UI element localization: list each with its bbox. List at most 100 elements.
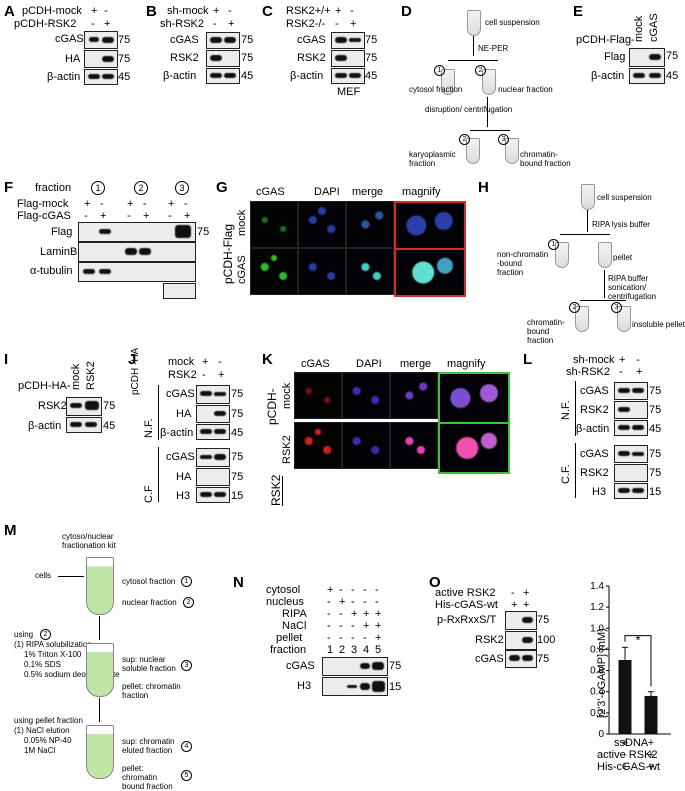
m-pellet1: pellet: chromatin fraction xyxy=(122,682,181,700)
a-row2-label: pCDH-RSK2 xyxy=(14,18,77,30)
g-img-5 xyxy=(250,248,298,295)
h-f1: non-chromatin -bound fraction xyxy=(497,250,549,277)
o-bar-2 xyxy=(644,695,658,734)
panel-label-d: D xyxy=(401,3,412,20)
g-img-7 xyxy=(346,248,394,295)
c-r1-2: - xyxy=(350,5,354,17)
m-r2: 0.1% SDS xyxy=(24,660,61,669)
b-blot-label-1: cGAS xyxy=(170,34,199,46)
b-blot-rsk2 xyxy=(206,50,240,67)
e-mw-1: 75 xyxy=(666,50,679,62)
o-ytick-label-4: 0.8 xyxy=(590,644,604,655)
n-blot-label-1: cGAS xyxy=(286,660,315,672)
m-kit: cytoso/nuclear fractionation kit xyxy=(62,532,116,550)
n-sign-r2-c4: - xyxy=(363,596,367,608)
panel-label-g: G xyxy=(216,179,228,196)
n-sign-r1-c3: - xyxy=(351,584,355,596)
o-bar-chart: 00.20.40.60.81.01.21.4*++-+++ xyxy=(590,581,671,773)
j-r1-1: + xyxy=(202,356,209,368)
h-num-3: 3 xyxy=(611,302,622,313)
j-r1-2: - xyxy=(218,356,222,368)
h-f3: chromatin- bound fraction xyxy=(527,318,565,345)
b-blot-label-2: RSK2 xyxy=(170,52,199,64)
j-cfmw-3: 15 xyxy=(231,490,244,502)
i-col-mock: mock xyxy=(70,363,82,390)
e-mw-2: 45 xyxy=(666,70,679,82)
g-img-3 xyxy=(346,201,394,248)
g-img-4 xyxy=(394,201,466,250)
n-fraction: fraction xyxy=(270,644,307,656)
n-sign-r4-c4: + xyxy=(363,620,370,632)
m-num-2: 2 xyxy=(183,597,194,608)
k-col-cgas: cGAS xyxy=(301,358,330,370)
o-mw-3: 75 xyxy=(537,653,550,665)
i-mw-2: 45 xyxy=(103,420,116,432)
l-nf: N.F. xyxy=(560,400,572,420)
d-num-2b: 2 xyxy=(459,134,470,145)
f-mw: 75 xyxy=(197,226,210,238)
l-nfmw-2: 75 xyxy=(649,404,662,416)
o-bsign-r3-c1: + xyxy=(622,761,628,773)
k-col-dapi: DAPI xyxy=(356,358,382,370)
a-blot-actin xyxy=(84,69,118,85)
o-sig-bracket xyxy=(624,635,652,687)
d-f4: chromatin-bound fraction xyxy=(520,150,571,168)
h-tube-4-icon xyxy=(617,306,631,332)
j-nfmw-2: 75 xyxy=(231,408,244,420)
n-sign-r5-c5: + xyxy=(375,632,382,644)
n-sign-r3-c1: - xyxy=(327,608,331,620)
k-img-3 xyxy=(390,372,438,419)
e-blot-flag xyxy=(629,48,665,67)
b-blot-label-3: β-actin xyxy=(163,70,197,82)
a-r2-1: - xyxy=(91,18,95,30)
o-mw-1: 75 xyxy=(537,614,550,626)
f-row2-label: Flag-cGAS xyxy=(17,210,71,222)
o-blot-label-1: p-RxRxxS/T xyxy=(437,614,497,626)
m-f3: sup: nuclear soluble fraction xyxy=(122,655,176,673)
b-blot-actin xyxy=(206,68,240,84)
l-r2-1: - xyxy=(619,366,623,378)
h-f2: pellet xyxy=(613,253,633,262)
i-blot-label-1: RSK2 xyxy=(38,400,67,412)
b-r1-1: + xyxy=(213,5,220,17)
e-blot-label-1: Flag xyxy=(604,51,626,63)
k-img-5 xyxy=(294,422,342,469)
o-mw-2: 100 xyxy=(537,634,556,646)
o-bar-1 xyxy=(618,660,632,734)
o-ytick-label-7: 1.4 xyxy=(590,581,604,592)
a-blot-label-2: HA xyxy=(65,53,81,65)
c-blot-label-1: cGAS xyxy=(297,34,326,46)
j-r2-2: + xyxy=(218,369,225,381)
h-num-1: 1 xyxy=(548,239,559,250)
o-bsign-r3-c2: + xyxy=(648,761,654,773)
c-r1-1: + xyxy=(335,5,342,17)
n-blot-h3 xyxy=(322,677,388,696)
i-blot-actin xyxy=(66,417,102,433)
i-mw-1: 75 xyxy=(103,400,116,412)
a-blot-cgas xyxy=(84,31,118,49)
g-side-label: pCDH-Flag xyxy=(221,223,235,284)
n-blot-label-2: H3 xyxy=(297,680,312,692)
n-f-3: 3 xyxy=(351,644,358,656)
o-row1-label: active RSK2 xyxy=(435,587,496,599)
a-blot-ha xyxy=(84,50,118,68)
n-sign-r1-c5: - xyxy=(375,584,379,596)
h-tube-top-icon xyxy=(581,184,595,210)
b-mw-3: 45 xyxy=(241,70,254,82)
j-row2-label: RSK2 xyxy=(168,369,197,381)
m-num-5: 5 xyxy=(181,770,192,781)
f-num-3: 3 xyxy=(175,181,189,195)
c-mw-1: 75 xyxy=(365,34,378,46)
g-col-cgas: cGAS xyxy=(256,186,285,198)
panel-label-m: M xyxy=(4,522,17,539)
f-blot-label-2: LaminB xyxy=(40,246,78,258)
l-nfmw-1: 75 xyxy=(649,385,662,397)
panel-label-k: K xyxy=(262,351,273,368)
d-num-2: 2 xyxy=(475,65,486,76)
l-nf-actin xyxy=(614,420,648,436)
n-row-2: nucleus xyxy=(266,596,304,608)
k-side-line xyxy=(282,476,283,506)
n-row-5: pellet xyxy=(276,632,303,644)
f-r1-1: + xyxy=(84,198,91,210)
l-nf-rsk2 xyxy=(614,401,648,419)
